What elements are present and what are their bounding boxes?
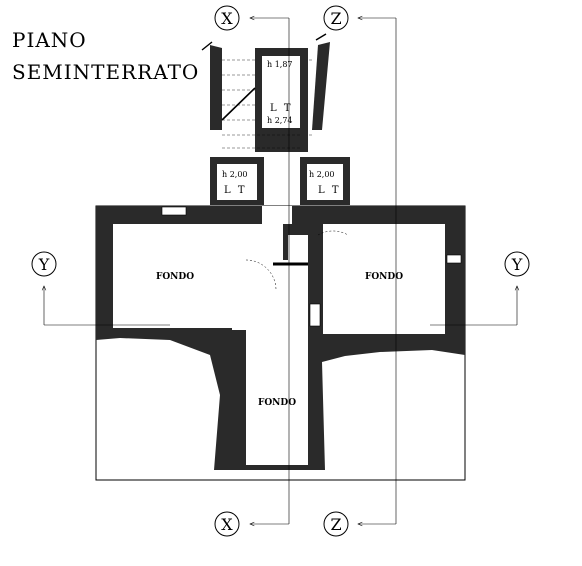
stair-right-height: h 2,00 [309, 170, 335, 179]
stair-diagonal [221, 87, 256, 121]
room-label-fondo-left: FONDO [156, 272, 194, 282]
section-marker-z-bottom: Z [323, 511, 349, 537]
section-marker-z-top-label: Z [330, 9, 341, 28]
stair-room-right [307, 164, 343, 200]
stair-top-height: h 1,87 [267, 60, 293, 69]
drawing-title-line1: PIANO [12, 28, 87, 52]
stair-right-wall [312, 42, 330, 130]
section-marker-y-right: Y [504, 251, 530, 277]
stair-right-use: L T [318, 185, 341, 196]
door-swing-left [245, 259, 277, 291]
drawing-title-line2: SEMINTERRATO [12, 60, 200, 84]
stair-left-wall [210, 45, 222, 130]
stair-break-marks [201, 33, 327, 51]
stair-top-height2: h 2,74 [267, 116, 293, 125]
section-marker-y-right-label: Y [511, 255, 523, 274]
section-line-z [358, 18, 397, 524]
section-marker-x-top: X [214, 5, 240, 31]
section-marker-y-left: Y [31, 251, 57, 277]
stair-left-use: L T [224, 185, 247, 196]
section-line-x [250, 18, 290, 524]
wall-niche [309, 303, 321, 327]
door-opening-top [262, 206, 292, 224]
room-label-fondo-center: FONDO [258, 398, 296, 408]
section-marker-z-top: Z [323, 5, 349, 31]
door-swing-right [317, 230, 349, 236]
stair-top-use: L T [270, 103, 293, 114]
section-marker-z-bottom-label: Z [330, 515, 341, 534]
stair-core-walls [255, 48, 308, 152]
section-marker-x-bottom-label: X [221, 515, 233, 534]
section-marker-x-bottom: X [214, 511, 240, 537]
stair-left-height: h 2,00 [222, 170, 248, 179]
stair-void [262, 56, 300, 128]
side-opening [446, 254, 462, 264]
room-label-fondo-right: FONDO [365, 272, 403, 282]
window-opening [161, 206, 187, 216]
building-walls [96, 206, 465, 470]
stair-room-left [217, 164, 257, 200]
section-line-y [44, 286, 517, 326]
section-marker-y-left-label: Y [38, 255, 50, 274]
section-marker-x-top-label: X [221, 9, 233, 28]
